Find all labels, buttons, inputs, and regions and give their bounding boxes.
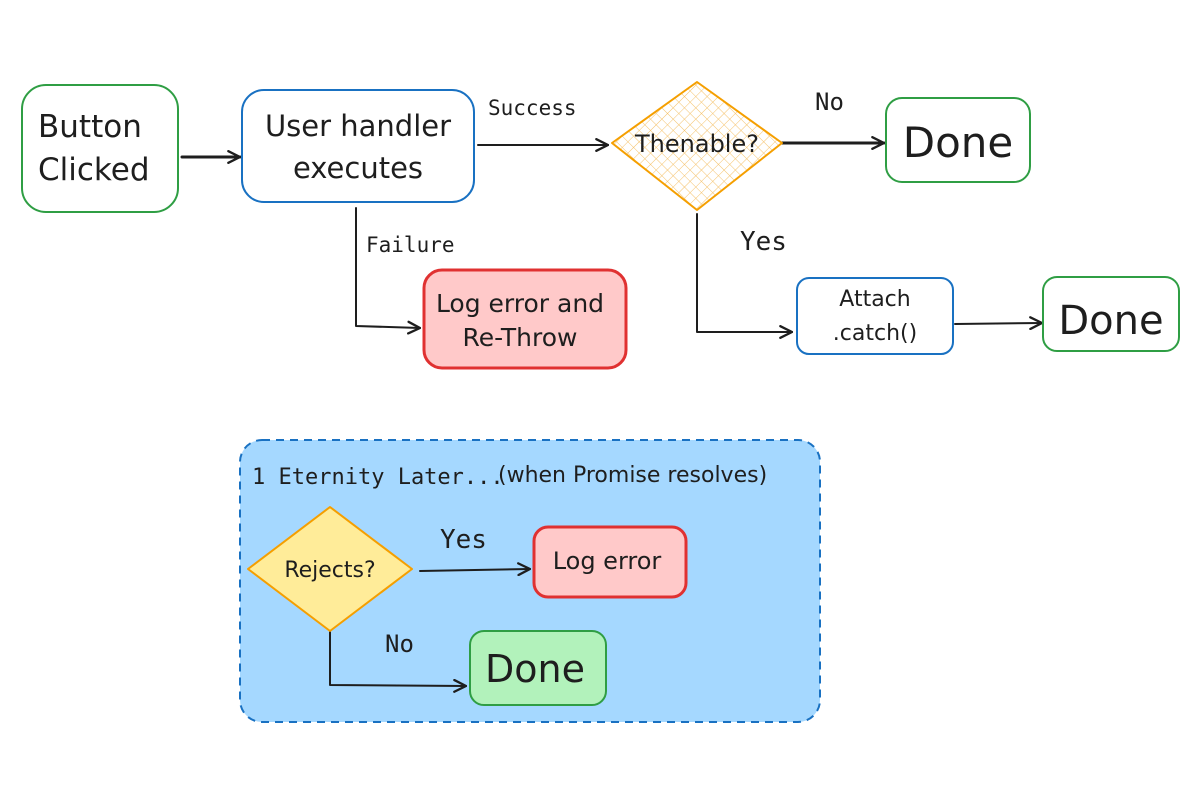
node-user-handler-line2: executes (293, 151, 423, 185)
node-thenable: Thenable? (611, 81, 783, 211)
node-done-top-box (885, 97, 1031, 183)
node-attach-catch-box (796, 277, 954, 355)
label-no-top: No (815, 88, 844, 116)
node-rejects-label: Rejects? (284, 558, 375, 583)
label-yes-top: Yes (740, 227, 787, 257)
node-user-handler: User handler executes (241, 89, 475, 203)
group-title-note: (when Promise resolves) (498, 463, 767, 488)
node-log-error-box (532, 525, 688, 599)
node-button-clicked: Button Clicked (21, 84, 179, 213)
node-user-handler-box (241, 89, 475, 203)
node-log-rethrow-line1: Log error and (436, 289, 604, 318)
node-log-rethrow-line2: Re-Throw (463, 323, 578, 352)
node-done-catch-box (1042, 276, 1180, 352)
label-yes-bottom: Yes (440, 525, 487, 555)
node-thenable-label: Thenable? (634, 130, 759, 158)
node-rejects: Rejects? (247, 506, 413, 632)
node-done-bottom-box (469, 630, 607, 706)
edge-failure (355, 207, 422, 335)
node-log-error-label: Log error (553, 547, 662, 575)
node-button-clicked-box (21, 84, 179, 213)
group-title-hand: 1 Eternity Later... (252, 465, 504, 490)
label-failure: Failure (366, 233, 455, 257)
node-log-error: Log error (532, 525, 688, 599)
node-done-top: Done (885, 97, 1031, 183)
node-done-bottom: Done (469, 630, 607, 706)
node-button-clicked-line1: Button (38, 109, 142, 145)
edge-yes-top (696, 213, 794, 339)
label-no-bottom: No (385, 630, 414, 658)
node-log-rethrow: Log error and Re-Throw (422, 268, 628, 370)
node-done-catch: Done (1042, 276, 1180, 352)
label-success: Success (488, 96, 577, 120)
node-attach-catch: Attach .catch() (796, 277, 954, 355)
edge-yes-bottom (419, 562, 532, 577)
node-user-handler-line1: User handler (265, 109, 451, 143)
edge-catch-to-done (954, 316, 1044, 331)
edge-labels: Success Failure No Yes Yes No (366, 88, 844, 658)
node-done-top-label: Done (903, 118, 1014, 167)
node-log-rethrow-box (422, 268, 628, 370)
node-attach-catch-line1: Attach (839, 287, 910, 312)
edges (180, 136, 1044, 693)
node-button-clicked-line2: Clicked (38, 152, 150, 188)
group-background (239, 439, 821, 723)
edge-no-bottom (329, 631, 468, 693)
node-rejects-diamond (247, 506, 413, 632)
node-done-bottom-label: Done (485, 647, 585, 691)
eternity-later-group: 1 Eternity Later... (when Promise resolv… (239, 439, 821, 723)
node-thenable-diamond (611, 81, 783, 211)
node-attach-catch-line2: .catch() (833, 321, 917, 346)
node-done-catch-label: Done (1058, 298, 1163, 344)
